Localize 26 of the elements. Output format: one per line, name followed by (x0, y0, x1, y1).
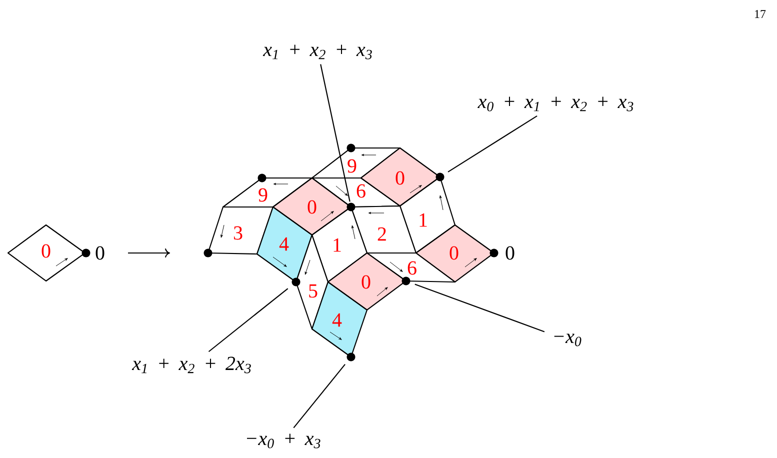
value-label: 0 (506, 246, 514, 260)
vertex-dot (436, 172, 444, 182)
vertex-dot (204, 248, 212, 258)
vertex-dot (346, 144, 356, 152)
leader-line (414, 284, 545, 332)
formula-label: x$_{1}$ + x$_{2}$ + x$_{3}$ (262, 44, 372, 60)
formula-label: x$_{1}$ + x$_{2}$ + 2x$_{3}$ (132, 356, 251, 374)
leader-line (320, 64, 350, 202)
vertex-dot (402, 276, 410, 286)
formula-label: −x$_{0}$ (554, 334, 582, 346)
rhombus-tile: 3 (207, 206, 274, 255)
formula-label: x$_{0}$ + x$_{1}$ + x$_{2}$ + x$_{3}$ (478, 96, 634, 112)
rhombus-tile: 2 (350, 205, 417, 254)
rhombus-tile: 5 (295, 234, 329, 330)
vertex-dot (346, 202, 356, 212)
value-label: 0 (96, 246, 104, 260)
formula-label: −x$_{0}$ + x$_{3}$ (247, 434, 320, 448)
vertex-dot (258, 174, 266, 182)
vertex-dot (292, 278, 300, 286)
leader-line (208, 288, 288, 352)
leader-line (293, 364, 346, 428)
rhombus-tile: 0 (7, 224, 86, 282)
vertex-dot (346, 352, 356, 362)
rhombus-tile: 0 (327, 252, 407, 311)
page-number: 17 (755, 10, 766, 18)
leader-line (448, 115, 538, 172)
